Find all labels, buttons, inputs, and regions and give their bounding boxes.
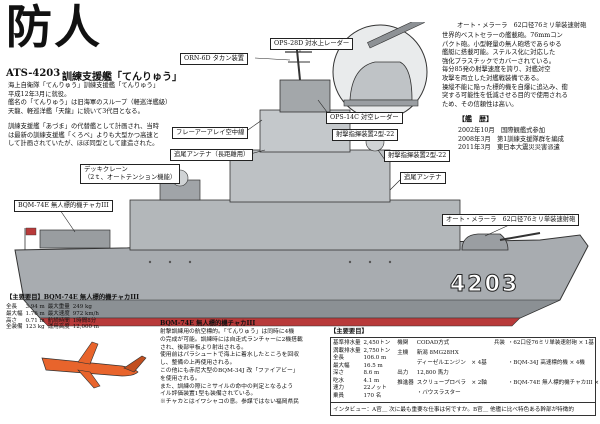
main-spec-heading: 【主要要目】 [330, 328, 368, 335]
ship-type-name: 訓練支援艦「てんりゅう」 [62, 72, 182, 83]
table-row: ディーゼルエンジン × 4基 [416, 360, 487, 366]
callout-fcs-1: 射撃指揮装置2型-22 [332, 129, 399, 141]
bqm-missile-illustration [41, 341, 147, 389]
callout-tracking-2: 追尾アンテナ [400, 172, 446, 184]
hull-number: 4203 [449, 272, 520, 298]
callout-gun-bow: オート・メラーラ 62口径76ミリ単装速射砲 [442, 214, 580, 226]
table-row: 主機新潟 8MG28HX [397, 350, 459, 356]
callout-ops28d: OPS-28D 対水上レーダー [270, 38, 354, 50]
table-row: 推進器スクリュープロペラ × 2軸 [397, 380, 487, 386]
ship-code: ATS-4203 [6, 68, 61, 79]
gun-description: 世界的ベストセラーの艦載砲。76mmコン パクト砲。小型軽量の無人砲塔であらゆる… [442, 32, 568, 108]
callout-deck-crane: デッキクレーン （2ｔ、オートテンション機能） [80, 164, 181, 184]
bqm-description: BQM-74E 無人標的機チャカIII 射撃訓練用の航空標的。「てんりゅう」は同… [160, 318, 330, 407]
interview-caption: インタビュー：A官＿ 次に最も重要な仕事は何ですか。B官＿ 他艦に比べ特色ある幹… [330, 402, 596, 416]
history-section: 【艦 歴】 2002年10月 国際観艦式参加 2008年3月 第1訓練支援隊群を… [458, 114, 564, 153]
bqm-desc-heading: BQM-74E 無人標的機チャカIII [160, 320, 256, 327]
callout-orn6d: ORN-6D タカン装置 [180, 53, 249, 65]
table-row: ・BQM-74E 無人標的機チャカIII × 4機 [507, 380, 600, 386]
page-title: 防人 [6, 0, 102, 54]
history-row: 2008年3月 第1訓練支援隊群を編成 [458, 135, 564, 143]
gun-inset-illustration [332, 22, 428, 120]
history-row: 2002年10月 国際観艦式参加 [458, 127, 546, 134]
table-row: 兵装・62口径76ミリ単装速射砲 × 1基 [493, 340, 594, 346]
table-row: ・バウスラスター [416, 390, 461, 396]
callout-fcs-2: 射撃指揮装置2型-22 [384, 150, 451, 162]
history-row: 2011年3月 東日本大震災災害派遣 [458, 144, 560, 152]
bqm-spec-heading: 【主要要目】BQM-74E 無人標的機チャカIII [6, 294, 140, 301]
history-heading: 【艦 歴】 [458, 114, 493, 123]
callout-flare: フレーアーアレイ空中線 [172, 127, 249, 139]
callout-ops14c: OPS-14C 対空レーダー [326, 112, 403, 124]
intro-paragraph-1: 海上自衛隊「てんりゅう」訓練支援艦「てんりゅう」 平成12年3月に就役。 艦名の… [8, 82, 172, 115]
intro-paragraph-2: 訓練支援艦「あづま」の代替艦として計画され、当時 は最新の訓練支援艦「くろべ」よ… [8, 123, 159, 148]
callout-bqm: BQM-74E 無人標的機チャカIII [14, 200, 113, 212]
callout-tracking: 追尾アンテナ（長距離用） [170, 149, 254, 161]
gun-heading: オート・メラーラ 62口径76ミリ単装速射砲 [457, 22, 587, 29]
table-row: ・BQM-34J 高速標的機 × 4機 [507, 360, 585, 366]
main-spec-col-3: 兵装・62口径76ミリ単装速射砲 × 1基 ・BQM-34J 高速標的機 × 4… [494, 340, 600, 400]
